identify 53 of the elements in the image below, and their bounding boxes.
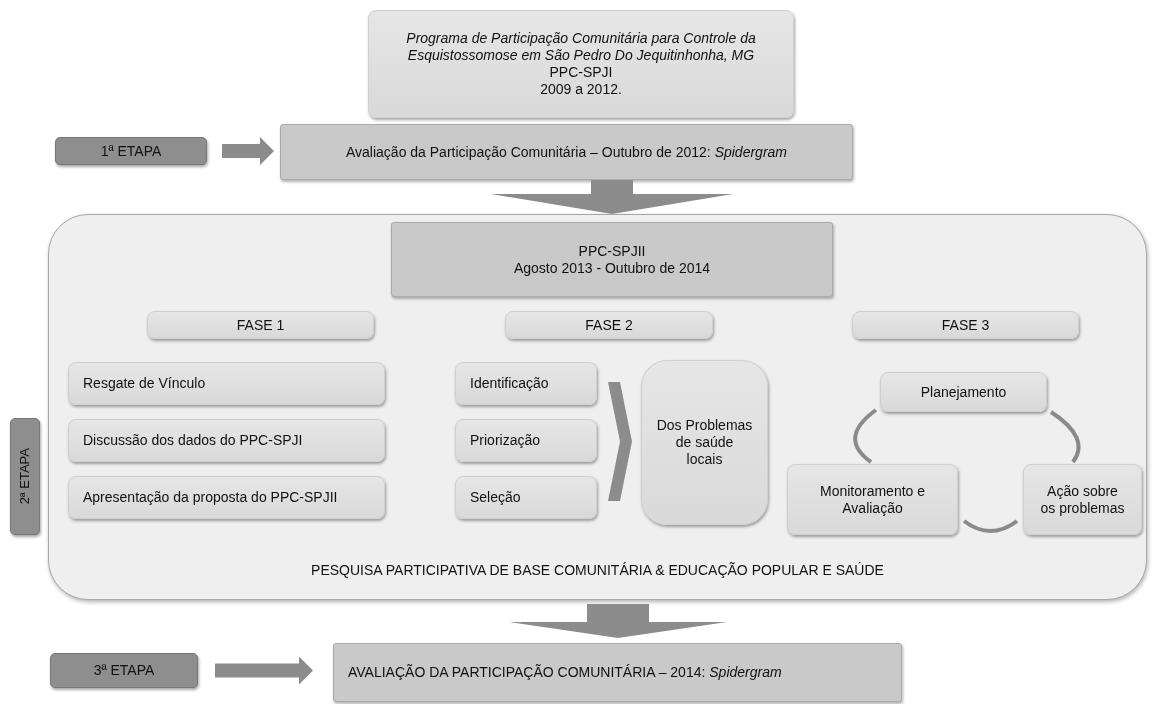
node-label: Discussão dos dados do PPC-SPJI [83,432,303,449]
process-box [147,311,374,339]
node-label: Programa de Participação Comunitária para Controle da Esquistossomose em São Pedro Do Jequitinhonha, MG [405,30,757,64]
process-box [333,643,902,702]
node-label: 1ª ETAPA [100,142,162,160]
node-label: Ação sobre os problemas [1039,482,1126,517]
node-label: AVALIAÇÃO DA PARTICIPAÇÃO COMUNITÁRIA – 2014: Spidergram [348,664,782,681]
phase-frame [48,214,1147,600]
block-arrow [215,656,313,685]
node-label: 2ª ETAPA [17,448,33,505]
chevron-arrow [608,382,632,501]
process-box [68,419,385,462]
process-box [68,362,385,405]
node-label: Resgate de Vínculo [83,375,206,392]
process-box [391,222,833,297]
block-arrow [491,180,733,214]
curved-connector [962,519,1019,533]
process-box [505,311,713,339]
node-label: FASE 1 [236,316,285,334]
node-label: PPC-SPJII [578,242,646,260]
stage-tab [50,653,198,688]
curved-connector [1049,410,1081,464]
process-box [455,476,597,519]
node-label: PPC-SPJI [549,64,613,81]
rounded-box [641,360,768,525]
curved-connector [853,408,878,464]
process-box [368,10,794,118]
node-label: Apresentação da proposta do PPC-SPJII [83,489,338,506]
stage-tab [55,137,207,165]
node-label: FASE 3 [941,316,990,334]
node-label: 3ª ETAPA [93,662,155,679]
process-box [852,311,1079,339]
node-label: Planejamento [920,383,1007,401]
node-label: Avaliação da Participação Comunitária – Outubro de 2012: Spidergram [346,143,787,161]
node-label: Monitoramento e Avaliação [818,482,927,517]
footer-caption: PESQUISA PARTICIPATIVA DE BASE COMUNITÁRIA & EDUCAÇÃO POPULAR E SAÚDE [310,562,885,579]
node-label: Seleção [470,489,521,506]
process-box [280,124,853,180]
node-label: Identificação [470,375,549,392]
process-box [880,372,1047,412]
process-box [68,476,385,519]
node-label: FASE 2 [585,316,633,334]
block-arrow [222,137,274,165]
process-box [1023,464,1142,535]
process-box [455,419,597,462]
stage-tab [10,418,40,535]
node-label: 2009 a 2012. [540,80,622,98]
node-label: Priorização [470,432,541,449]
process-box [787,464,958,535]
block-arrow [509,604,727,638]
node-label: Agosto 2013 - Outubro de 2014 [513,259,711,277]
process-box [455,362,597,405]
node-label: Dos Problemas de saúde locais [656,417,753,468]
